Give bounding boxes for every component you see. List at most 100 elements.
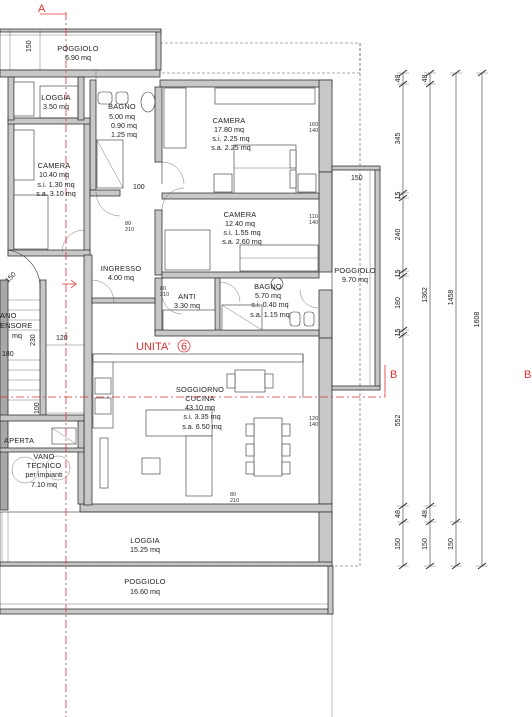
room-anti: ANTI 3.30 mq [174, 292, 200, 310]
dim-150-circle: 150 [4, 271, 17, 284]
svg-text:4.00 mq: 4.00 mq [108, 273, 134, 282]
poggiolo-top-edge [0, 28, 162, 33]
svg-text:15.25 mq: 15.25 mq [130, 545, 160, 554]
wall-bath-top-right [154, 86, 163, 163]
chair-s2 [264, 373, 274, 389]
svg-text:3.30 mq: 3.30 mq [174, 301, 200, 310]
unit-badge-circle [177, 339, 191, 353]
poggiolo-top-parapet [155, 29, 162, 71]
dim-150-right: 150 [351, 175, 363, 182]
dim-label-col1-6: 15 [395, 329, 402, 337]
dim-120: 120 [56, 335, 68, 342]
door-swing-bagno-mid [299, 289, 319, 309]
wall-north-right [159, 79, 333, 88]
dim-140: 140 [309, 128, 318, 134]
svg-text:LOGGIA: LOGGIA [41, 93, 71, 102]
bagno-mid-bidet [303, 311, 315, 327]
stair-arc [7, 249, 41, 291]
svg-text:BAGNO: BAGNO [254, 282, 282, 291]
dim-180-left: 180 [2, 351, 14, 358]
wall-east-mid [318, 171, 333, 273]
svg-text:s.i. 1.55 mq: s.i. 1.55 mq [223, 228, 260, 237]
dim-label-col1-9: 150 [395, 538, 402, 550]
wall-east-sogg [318, 337, 333, 505]
svg-text:mq: mq [12, 331, 22, 340]
svg-text:ANTI: ANTI [178, 292, 196, 301]
svg-text:CAMERA: CAMERA [38, 161, 71, 170]
wall-bagno-mid-bottom [154, 329, 320, 337]
door-swing-camera-mid [161, 187, 185, 211]
loggia-top-box [39, 85, 79, 119]
wardrobe-top [163, 87, 187, 149]
wall-anti-right [214, 277, 221, 334]
wall-south [79, 503, 333, 513]
room-soggiorno: SOGGIORNO CUCINA 43.10 mq s.i. 3.35 mq s… [176, 385, 224, 431]
bath-top-sink [140, 91, 156, 113]
bed-pillow-1 [289, 149, 297, 169]
wall-camera-mid-left [154, 209, 163, 276]
kitchen-appliance-1 [94, 377, 112, 395]
bed-single-left [13, 194, 49, 250]
wall-left-bath-top [7, 76, 15, 121]
chair-l2 [245, 443, 255, 457]
vano-circle-1 [11, 456, 39, 484]
dim-label-col2-0: 48 [422, 75, 429, 83]
dim-120-c: 120 [309, 416, 318, 422]
svg-text:5.00 mq: 5.00 mq [109, 112, 135, 121]
room-ingresso: INGRESSO 4.00 mq [101, 264, 141, 282]
bed-pillow-2 [289, 169, 297, 189]
svg-text:CAMERA: CAMERA [224, 210, 257, 219]
desk-top [214, 87, 316, 105]
svg-text:7.10 mq: 7.10 mq [31, 480, 57, 489]
svg-text:CUCINA: CUCINA [185, 394, 215, 403]
svg-text:16.60 mq: 16.60 mq [130, 587, 160, 596]
bagno-mid-sink [270, 277, 284, 291]
dim-210-b: 210 [160, 292, 169, 298]
sofa-l-side [185, 435, 213, 497]
loggia-bottom-wall-right [318, 511, 333, 567]
svg-text:17.80 mq: 17.80 mq [214, 125, 244, 134]
chair-s1 [226, 373, 236, 389]
dim-100: 100 [133, 184, 145, 191]
svg-text:43.10 mq: 43.10 mq [185, 403, 215, 412]
poggiolo-right-top [331, 165, 381, 171]
room-camera-big: CAMERA 17.80 mq s.i. 2.25 mq s.a. 2.25 m… [211, 116, 251, 152]
svg-text:s.a. 2.60 mq: s.a. 2.60 mq [222, 237, 262, 246]
coffee-table [141, 457, 161, 475]
wall-camera-big-bottom [161, 192, 320, 200]
bagno-mid-wc [289, 311, 301, 327]
svg-text:3.50 mq: 3.50 mq [43, 102, 69, 111]
unit-number: 6 [181, 341, 187, 353]
bagno-mid-shower-x [221, 304, 263, 331]
room-loggia-bottom: LOGGIA 15.25 mq [130, 536, 160, 554]
sofa-l [145, 409, 213, 437]
svg-text:1.25 mq: 1.25 mq [111, 130, 137, 139]
wall-ingresso-left [83, 254, 93, 506]
svg-text:s.a. 3.10 mq: s.a. 3.10 mq [36, 189, 76, 198]
wall-vano-right [77, 420, 85, 505]
poggiolo-right-bottom [331, 385, 381, 391]
wall-loggia-top-right [77, 76, 85, 121]
dim-label-col2-3: 150 [422, 538, 429, 550]
dim-80-a: 80 [125, 221, 131, 227]
wall-camera-left-bottom [7, 249, 91, 257]
svg-text:5.70 mq: 5.70 mq [255, 291, 281, 300]
poggiolo-bottom-parapet [0, 608, 333, 615]
room-bagno-top: BAGNO 5.00 mq 0.90 mq 1.25 mq [108, 102, 137, 139]
dim-210-a: 210 [125, 227, 134, 233]
dim-210-c: 210 [230, 498, 239, 504]
loggia-bottom-edge [0, 561, 333, 567]
chair-l4 [281, 423, 291, 437]
wall-stair-left [0, 279, 9, 511]
dim-80-c: 80 [230, 492, 236, 498]
room-vano: VANO TECNICO per impianti 7.10 mq [25, 452, 63, 489]
wall-aperta-line [0, 447, 85, 453]
door-swing-camera-big [161, 161, 185, 185]
svg-text:s.i. 0.40 mq: s.i. 0.40 mq [251, 300, 288, 309]
dim-label-col1-3: 240 [395, 229, 402, 241]
poggiolo-bottom-right [327, 565, 334, 615]
dim-label-col2-1: 1362 [422, 287, 429, 303]
svg-text:POGGIOLO: POGGIOLO [124, 577, 165, 586]
svg-text:10.40 mq: 10.40 mq [39, 170, 69, 179]
room-ascensore: ANO ENSORE mq [0, 311, 32, 340]
